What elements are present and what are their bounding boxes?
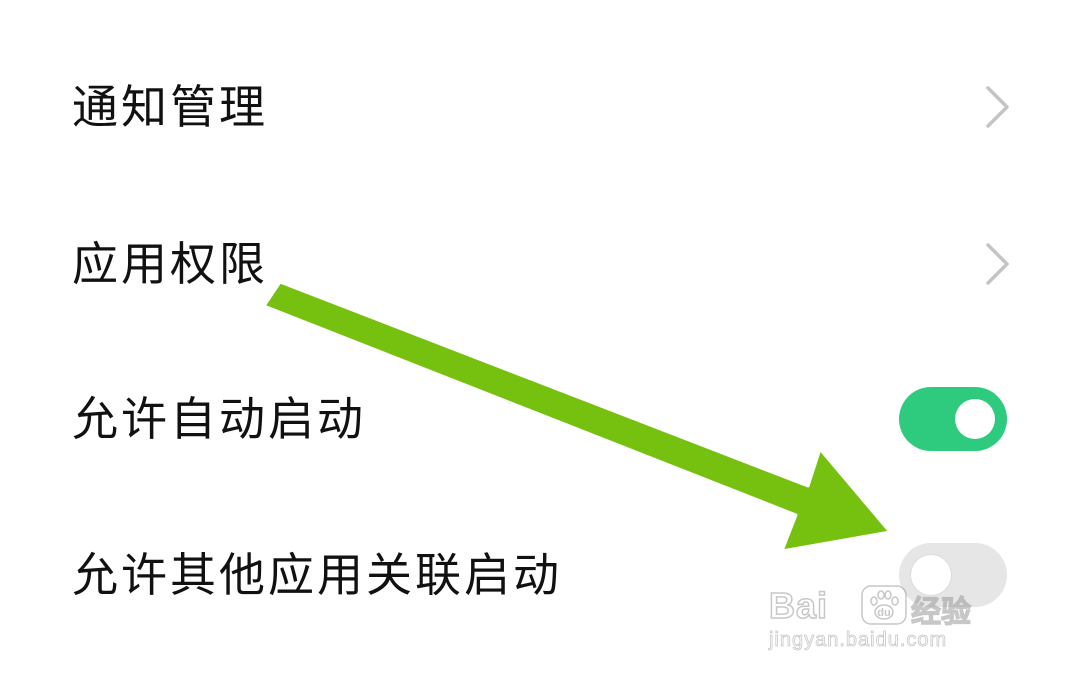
toggle-knob	[955, 399, 995, 439]
settings-row-allow-auto-start: 允许自动启动	[0, 364, 1077, 474]
settings-row-notification-management[interactable]: 通知管理	[0, 52, 1077, 162]
settings-row-label: 允许自动启动	[72, 392, 366, 446]
auto-start-toggle[interactable]	[899, 387, 1007, 451]
settings-row-label: 通知管理	[72, 80, 268, 134]
settings-row-label: 允许其他应用关联启动	[72, 548, 562, 602]
settings-row-app-permissions[interactable]: 应用权限	[0, 209, 1077, 319]
settings-row-label: 应用权限	[72, 237, 268, 291]
chevron-right-icon[interactable]	[983, 242, 1011, 286]
toggle-knob	[911, 555, 951, 595]
settings-row-allow-associated-start: 允许其他应用关联启动	[0, 520, 1077, 630]
associated-start-toggle[interactable]	[899, 543, 1007, 607]
chevron-right-icon[interactable]	[983, 85, 1011, 129]
